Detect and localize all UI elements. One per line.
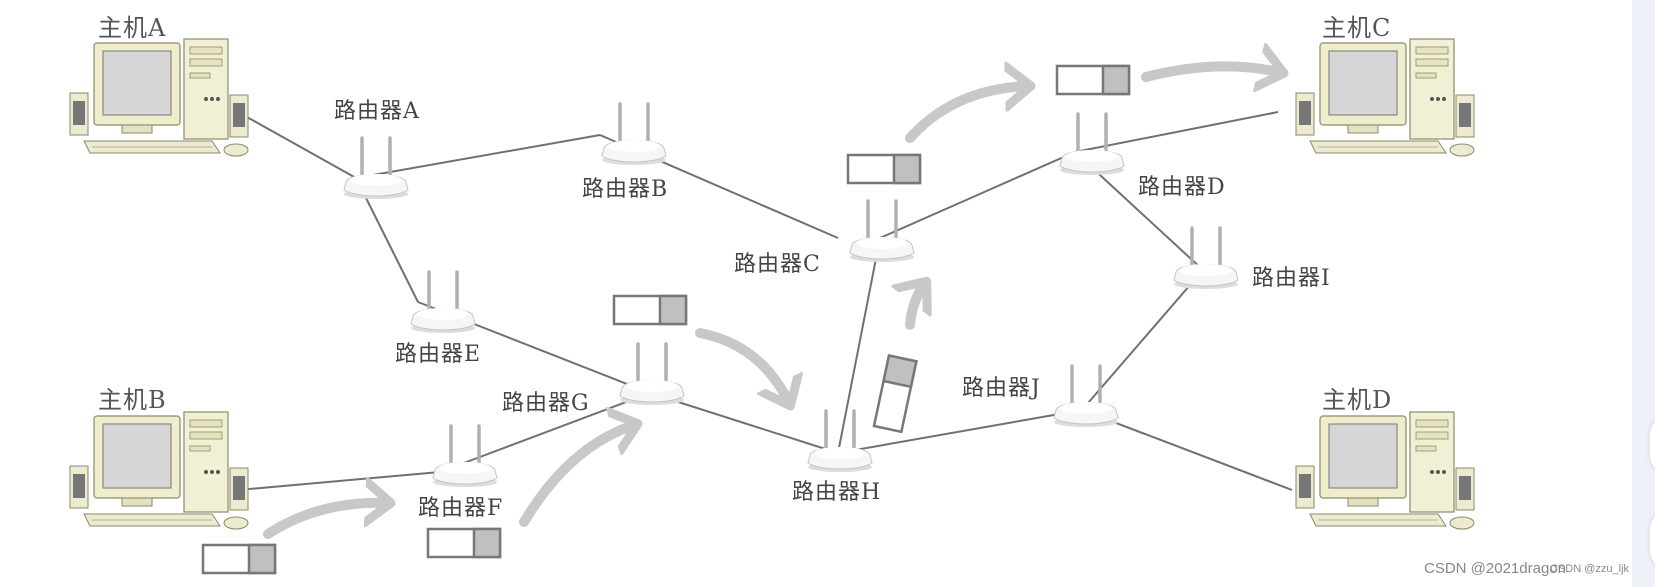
packet-4 xyxy=(872,354,918,434)
host-D-computer-icon xyxy=(1295,411,1475,530)
sidebar-knob[interactable] xyxy=(1650,415,1655,475)
router-H-label: 路由器H xyxy=(792,480,882,505)
router-I-label: 路由器I xyxy=(1252,266,1331,291)
link-routerH-routerC xyxy=(837,237,881,454)
link-routerC-routerD xyxy=(879,151,1076,239)
host-B-computer-icon xyxy=(69,411,249,530)
router-B-icon xyxy=(600,102,668,167)
flow-arrow-5 xyxy=(905,86,1030,143)
router-I-icon xyxy=(1172,226,1240,291)
router-F-label: 路由器F xyxy=(418,496,504,521)
flow-arrow-3 xyxy=(695,328,790,405)
host-C-computer-icon xyxy=(1295,38,1475,157)
links xyxy=(237,111,1293,491)
host-D-label: 主机D xyxy=(1322,386,1393,414)
router-E-label: 路由器E xyxy=(395,342,482,367)
sidebar-knob[interactable] xyxy=(1650,510,1655,570)
host-C-label: 主机C xyxy=(1322,14,1392,42)
packet-6 xyxy=(1055,64,1131,96)
router-B-label: 路由器B xyxy=(582,177,669,202)
router-A-icon xyxy=(342,136,410,201)
packet-5 xyxy=(846,153,922,185)
link-routerG-routerH xyxy=(649,392,839,454)
link-hostA-routerA xyxy=(237,111,357,179)
flow-arrow-2 xyxy=(519,424,637,527)
router-C-icon xyxy=(848,199,916,264)
router-J-icon xyxy=(1052,364,1120,429)
page-edge-sidebar xyxy=(1632,0,1655,587)
packet-1 xyxy=(201,543,277,575)
link-routerH-routerJ xyxy=(837,409,1083,454)
packets xyxy=(201,64,1131,575)
link-routerJ-hostD xyxy=(1081,409,1293,491)
link-routerD-hostC xyxy=(1074,111,1279,153)
packet-2 xyxy=(426,527,502,559)
router-G-label: 路由器G xyxy=(502,391,590,416)
host-A-label: 主机A xyxy=(98,14,167,42)
host-B-label: 主机B xyxy=(98,386,167,414)
link-hostB-routerF xyxy=(237,471,441,491)
watermark-main: CSDN @2021dragon xyxy=(1424,560,1566,577)
link-routerI-routerJ xyxy=(1081,269,1204,411)
router-C-label: 路由器C xyxy=(734,252,821,277)
flow-arrow-6 xyxy=(1141,66,1283,77)
flow-arrows xyxy=(263,66,1283,539)
host-A-computer-icon xyxy=(69,38,249,157)
flow-arrow-1 xyxy=(263,503,390,539)
flow-arrow-4 xyxy=(910,282,926,330)
router-G-icon xyxy=(618,342,686,407)
router-A-label: 路由器A xyxy=(334,99,420,124)
router-D-label: 路由器D xyxy=(1138,175,1226,200)
routers xyxy=(342,102,1240,489)
router-J-label: 路由器J xyxy=(962,376,1041,401)
link-routerA-routerB xyxy=(355,134,601,179)
packet-3 xyxy=(612,294,688,326)
router-F-icon xyxy=(431,424,499,489)
watermark-overlap: CSDN @zzu_ljk xyxy=(1550,563,1630,575)
link-routerF-routerG xyxy=(439,392,651,473)
